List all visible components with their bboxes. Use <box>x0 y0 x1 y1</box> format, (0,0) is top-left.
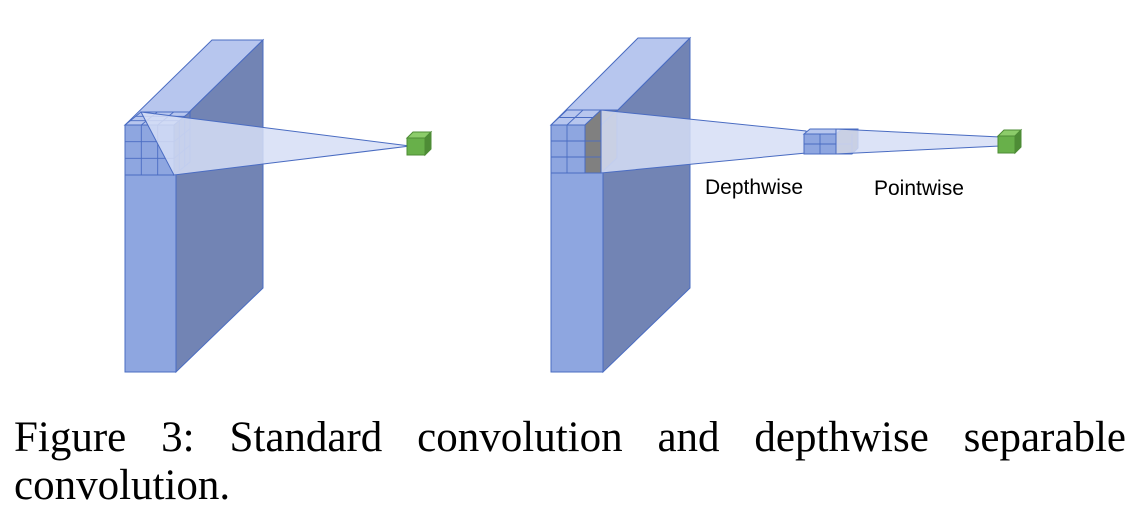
pointwise-projection-cone <box>835 128 1001 155</box>
separable-output-cube <box>996 128 1023 155</box>
depthwise-projection-cone <box>600 109 807 174</box>
depthwise-label: Depthwise <box>705 176 803 199</box>
standard-input-tensor <box>123 38 265 374</box>
depthwise-separable-diagram: Depthwise Pointwise <box>549 36 1023 374</box>
separable-output-front <box>997 135 1016 154</box>
standard-projection-cone <box>140 111 411 176</box>
depthwise-kernel-front <box>550 124 586 174</box>
standard-output-front <box>406 137 426 156</box>
pointwise-label: Pointwise <box>874 177 964 200</box>
standard-output-cube <box>405 130 433 157</box>
figure-caption: Figure 3: Standard convolution and depth… <box>14 414 1126 509</box>
separable-input-tensor <box>549 36 692 374</box>
standard-convolution-diagram <box>123 38 433 374</box>
convolution-figure: Depthwise Pointwise <box>123 36 1023 374</box>
